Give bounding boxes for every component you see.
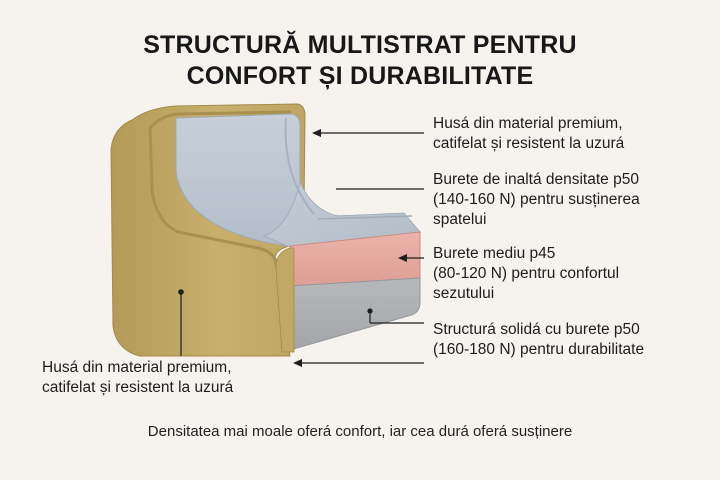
label-solid-base: Structurá solidá cu burete p50 (160-180 … [433,320,644,360]
upholstery-front-rim [148,110,292,352]
label-high-density-foam: Burete de inaltá densitate p50 (140-160 … [433,170,640,230]
marker-cover-left [178,289,184,295]
label-solid-base-line-1: Structurá solidá cu burete p50 [433,321,640,338]
label-medium-foam-line-3: sezutului [433,285,495,302]
label-cover-right-line-1: Husá din material premium, [433,115,623,132]
label-high-density-line-1: Burete de inaltá densitate p50 [433,171,639,188]
label-medium-foam: Burete mediu p45 (80-120 N) pentru confo… [433,244,619,304]
label-solid-base-line-2: (160-180 N) pentru durabilitate [433,341,645,358]
label-cover-left-line-2: catifelat și resistent la uzurá [42,379,234,396]
label-high-density-line-2: (140-160 N) pentru susținerea [433,191,640,208]
label-medium-foam-line-1: Burete mediu p45 [433,245,556,262]
label-cover-left: Husá din material premium, catifelat și … [42,358,233,398]
label-cover-right-line-2: catifelat și resistent la uzurá [433,135,625,152]
backrest-seam [284,117,315,215]
solid-base-foam-layer [289,277,421,351]
label-high-density-line-3: spatelui [433,211,487,228]
title-line-1: STRUCTURĂ MULTISTRAT PENTRU [143,31,577,59]
marker-solid-base [367,308,373,314]
footer-caption: Densitatea mai moale oferá confort, iar … [147,423,573,440]
arrow-medium-foam [398,254,407,262]
label-medium-foam-line-2: (80-120 N) pentru confortul [433,265,620,282]
label-cover-right: Husá din material premium, catifelat și … [433,114,624,154]
leader-lines [180,132,424,364]
arrow-cover-right [312,129,321,137]
upholstery-front-strip [275,247,295,353]
label-cover-left-line-1: Husá din material premium, [42,359,232,376]
arrow-cover-left [293,359,302,367]
page-title: STRUCTURĂ MULTISTRAT PENTRU CONFORT ȘI D… [0,30,720,92]
seat-seam [317,215,413,220]
title-line-2: CONFORT ȘI DURABILITATE [186,62,534,90]
